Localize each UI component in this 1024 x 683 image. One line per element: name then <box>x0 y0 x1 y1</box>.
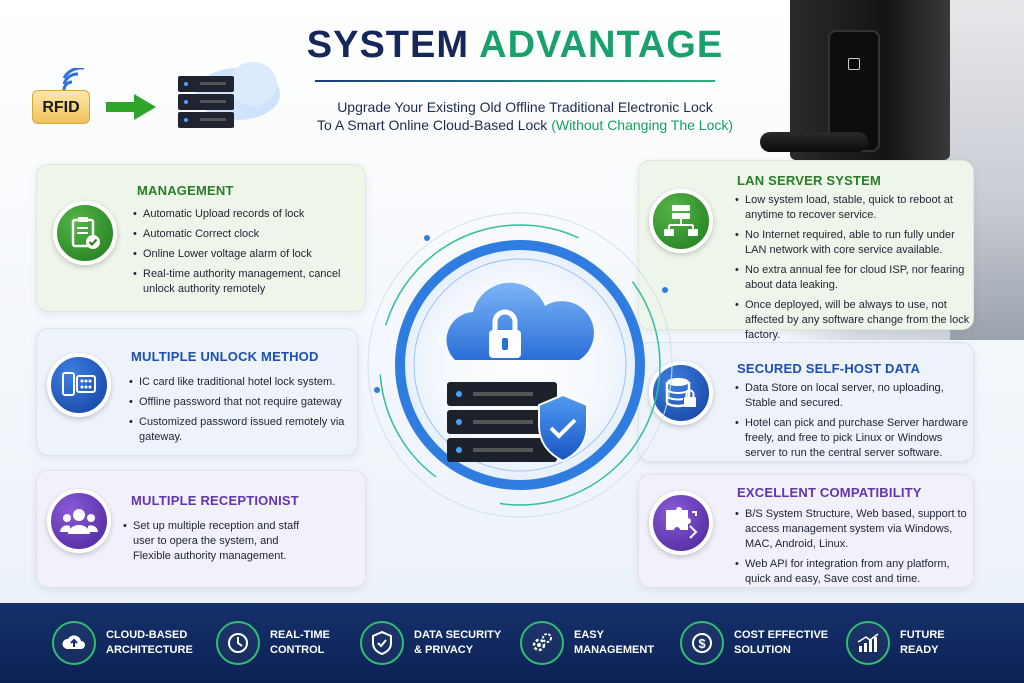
dollar-icon: $ <box>680 621 724 665</box>
list-item: B/S System Structure, Web based, support… <box>735 507 971 552</box>
cloud-server-icon <box>178 62 280 128</box>
compatibility-list: B/S System Structure, Web based, support… <box>735 507 971 592</box>
receptionist-title: MULTIPLE RECEPTIONIST <box>131 493 299 508</box>
list-item: No extra annual fee for cloud ISP, nor f… <box>735 263 971 293</box>
list-item: Real-time authority management, cancel u… <box>133 267 358 297</box>
list-item: Hotel can pick and purchase Server hardw… <box>735 416 971 461</box>
list-item: Automatic Correct clock <box>133 227 358 242</box>
cloud-server-lock-graphic <box>367 212 673 518</box>
arrow-right-icon <box>106 94 156 120</box>
card-receptionist: MULTIPLE RECEPTIONIST Set up multiple re… <box>36 470 366 588</box>
gears-icon <box>520 621 564 665</box>
card-lan-server: LAN SERVER SYSTEM Low system load, stabl… <box>638 160 974 341</box>
rfid-card: RFID <box>32 90 90 124</box>
phone-keypad-icon <box>47 353 111 417</box>
management-list: Automatic Upload records of lock Automat… <box>133 207 358 302</box>
network-icon <box>649 189 713 253</box>
shield-check-icon <box>360 621 404 665</box>
lan-server-title: LAN SERVER SYSTEM <box>737 173 882 188</box>
list-item: Web API for integration from any platfor… <box>735 557 971 587</box>
list-item: Customized password issued remotely via … <box>129 415 357 445</box>
management-title: MANAGEMENT <box>137 183 234 198</box>
card-secured-data: SECURED SELF-HOST DATA Data Store on loc… <box>638 342 974 462</box>
cloud-upload-icon <box>52 621 96 665</box>
list-item: Automatic Upload records of lock <box>133 207 358 222</box>
list-item: Data Store on local server, no uploading… <box>735 381 971 411</box>
list-item: Set up multiple reception and staff user… <box>123 519 308 564</box>
secured-data-title: SECURED SELF-HOST DATA <box>737 361 921 376</box>
clipboard-check-icon <box>53 201 117 265</box>
unlock-method-list: IC card like traditional hotel lock syst… <box>129 375 357 450</box>
card-management: MANAGEMENT Automatic Upload records of l… <box>36 164 366 312</box>
wireless-icon <box>62 68 84 91</box>
page-title: SYSTEM ADVANTAGE <box>306 24 724 66</box>
growth-chart-icon <box>846 621 890 665</box>
list-item: Online Lower voltage alarm of lock <box>133 247 358 262</box>
compatibility-title: EXCELLENT COMPATIBILITY <box>737 485 922 500</box>
list-item: No Internet required, able to run fully … <box>735 228 971 258</box>
users-icon <box>47 489 111 553</box>
svg-text:$: $ <box>698 636 706 651</box>
feature-data-security: DATA SECURITY& PRIVACY <box>360 617 504 669</box>
list-item: Once deployed, will be always to use, no… <box>735 298 971 343</box>
list-item: Offline password that not require gatewa… <box>129 395 357 410</box>
secured-data-list: Data Store on local server, no uploading… <box>735 381 971 466</box>
unlock-method-title: MULTIPLE UNLOCK METHOD <box>131 349 319 364</box>
puzzle-icon <box>649 491 713 555</box>
receptionist-list: Set up multiple reception and staff user… <box>123 519 308 569</box>
subtitle: Upgrade Your Existing Old Offline Tradit… <box>316 99 734 133</box>
card-unlock-method: MULTIPLE UNLOCK METHOD IC card like trad… <box>36 328 358 456</box>
list-item: Low system load, stable, quick to reboot… <box>735 193 971 223</box>
list-item: IC card like traditional hotel lock syst… <box>129 375 357 390</box>
card-compatibility: EXCELLENT COMPATIBILITY B/S System Struc… <box>638 474 974 588</box>
title-underline <box>315 80 715 82</box>
clock-icon <box>216 621 260 665</box>
lan-server-list: Low system load, stable, quick to reboot… <box>735 193 971 348</box>
lock-handle <box>760 132 868 152</box>
